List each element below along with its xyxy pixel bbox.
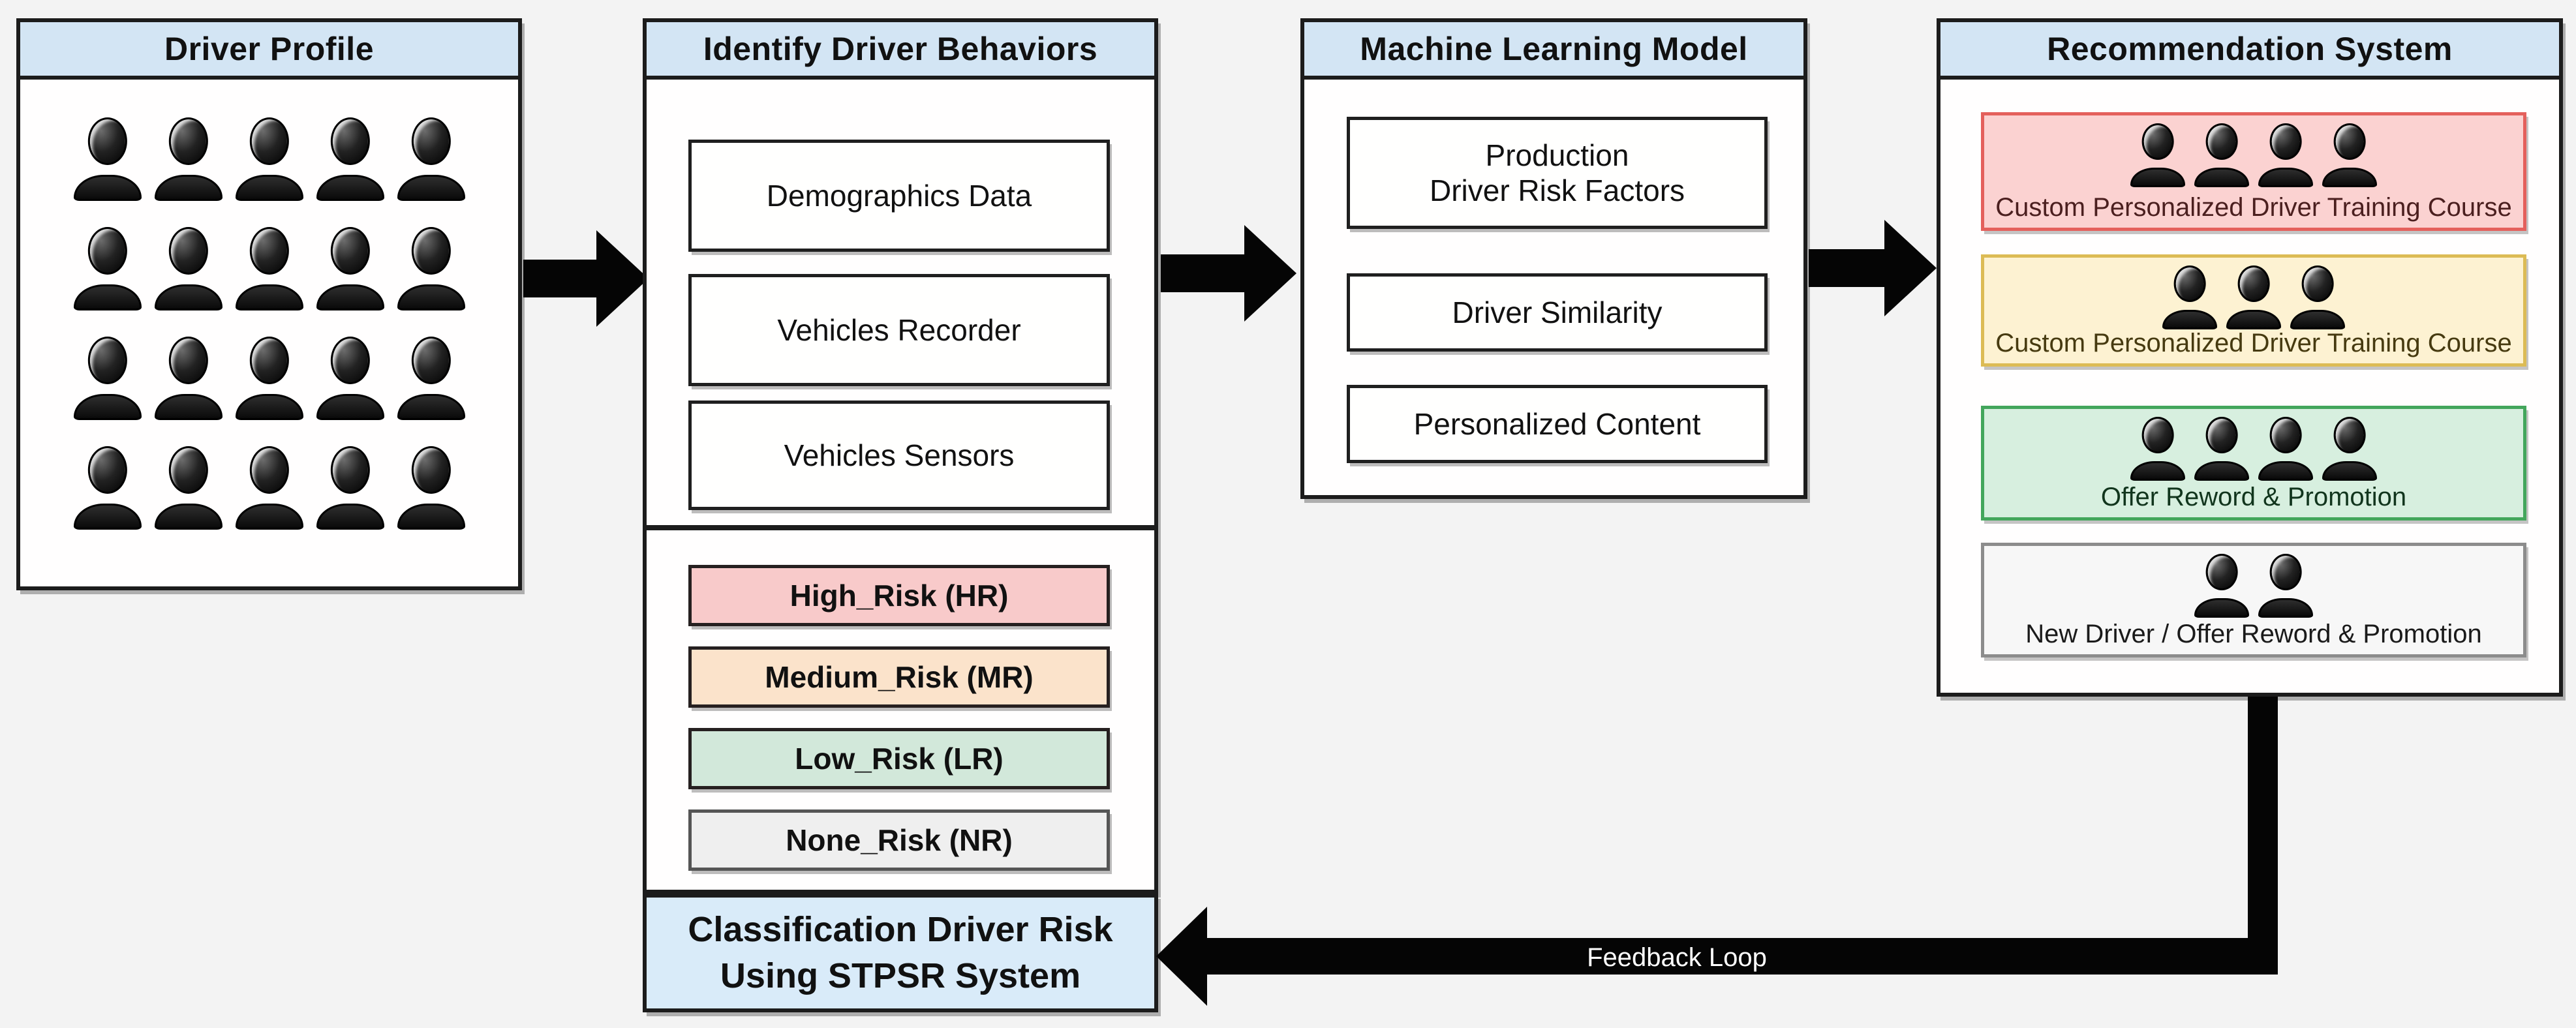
ml-production-driver-risk-factors: Production Driver Risk Factors (1347, 117, 1768, 229)
person-icon (154, 337, 222, 420)
person-icon (316, 337, 384, 420)
person-icon (235, 337, 303, 420)
person-icon (2130, 123, 2185, 187)
ml-personalized-content: Personalized Content (1347, 385, 1768, 463)
source-vehicles-recorder: Vehicles Recorder (688, 274, 1110, 386)
person-icon (73, 227, 142, 310)
recommendation-card-high-risk: Custom Personalized Driver Training Cour… (1981, 112, 2526, 231)
section-divider (643, 525, 1158, 530)
source-vehicles-sensors: Vehicles Sensors (688, 401, 1110, 510)
flow-arrow-behaviors-to-ml (1161, 254, 1246, 292)
person-icon (235, 227, 303, 310)
person-icon (154, 446, 222, 530)
flow-arrow-profile-to-behaviors (523, 260, 598, 297)
person-icon (73, 337, 142, 420)
person-icon (154, 227, 222, 310)
person-icon (235, 117, 303, 201)
recommendation-system-title: Recommendation System (1940, 22, 2559, 80)
person-icon (316, 446, 384, 530)
person-icon (2130, 417, 2185, 481)
people-row (1984, 417, 2523, 481)
identify-behaviors-title: Identify Driver Behaviors (647, 22, 1154, 80)
recommendation-card-low-risk: Offer Reword & Promotion (1981, 406, 2526, 521)
people-row (1984, 554, 2523, 618)
person-icon (316, 227, 384, 310)
recommendation-card-medium-risk: Custom Personalized Driver Training Cour… (1981, 254, 2526, 367)
person-icon (316, 117, 384, 201)
person-icon (397, 337, 465, 420)
people-row (1984, 265, 2523, 329)
person-icon (235, 446, 303, 530)
feedback-loop-horizontal-line (1204, 938, 2278, 975)
person-icon (2194, 123, 2249, 187)
machine-learning-title: Machine Learning Model (1304, 22, 1803, 80)
people-row (73, 446, 465, 530)
recommendation-card-label: Offer Reword & Promotion (2100, 483, 2407, 511)
driver-profile-people-grid (20, 80, 518, 530)
person-icon (2194, 554, 2249, 618)
recommendation-system-box: Recommendation System Custom Personalize… (1937, 18, 2563, 697)
person-icon (2226, 265, 2281, 329)
driver-profile-box: Driver Profile (16, 18, 522, 590)
identify-behaviors-box: Identify Driver Behaviors Demographics D… (643, 18, 1158, 894)
recommendation-card-label: Custom Personalized Driver Training Cour… (1995, 329, 2512, 357)
people-row (1984, 123, 2523, 187)
person-icon (2258, 554, 2313, 618)
person-icon (2322, 417, 2377, 481)
person-icon (2258, 417, 2313, 481)
feedback-arrowhead-left-icon (1156, 907, 1207, 1006)
flow-arrowhead-right-icon (1884, 220, 1937, 316)
people-row (73, 117, 465, 201)
person-icon (73, 446, 142, 530)
person-icon (2162, 265, 2217, 329)
person-icon (2290, 265, 2345, 329)
risk-level-high: High_Risk (HR) (688, 565, 1110, 626)
person-icon (154, 117, 222, 201)
risk-level-low: Low_Risk (LR) (688, 728, 1110, 789)
person-icon (397, 227, 465, 310)
feedback-loop-label: Feedback Loop (1587, 943, 1767, 972)
risk-level-none: None_Risk (NR) (688, 809, 1110, 871)
person-icon (2194, 417, 2249, 481)
person-icon (2258, 123, 2313, 187)
classification-stpsr-box: Classification Driver Risk Using STPSR S… (643, 894, 1158, 1012)
recommendation-card-new-driver: New Driver / Offer Reword & Promotion (1981, 543, 2526, 658)
person-icon (397, 117, 465, 201)
people-row (73, 337, 465, 420)
machine-learning-box: Machine Learning Model Production Driver… (1300, 18, 1807, 499)
feedback-loop-vertical-line (2248, 697, 2278, 975)
recommendation-card-label: New Driver / Offer Reword & Promotion (2025, 620, 2482, 648)
ml-driver-similarity: Driver Similarity (1347, 273, 1768, 352)
person-icon (73, 117, 142, 201)
flow-arrow-ml-to-recommendation (1809, 249, 1886, 287)
people-row (73, 227, 465, 310)
risk-level-medium: Medium_Risk (MR) (688, 646, 1110, 708)
source-demographics-data: Demographics Data (688, 140, 1110, 252)
recommendation-card-label: Custom Personalized Driver Training Cour… (1995, 193, 2512, 222)
person-icon (2322, 123, 2377, 187)
person-icon (397, 446, 465, 530)
driver-profile-title: Driver Profile (20, 22, 518, 80)
flow-arrowhead-right-icon (1244, 225, 1296, 322)
flow-arrowhead-right-icon (596, 230, 649, 327)
